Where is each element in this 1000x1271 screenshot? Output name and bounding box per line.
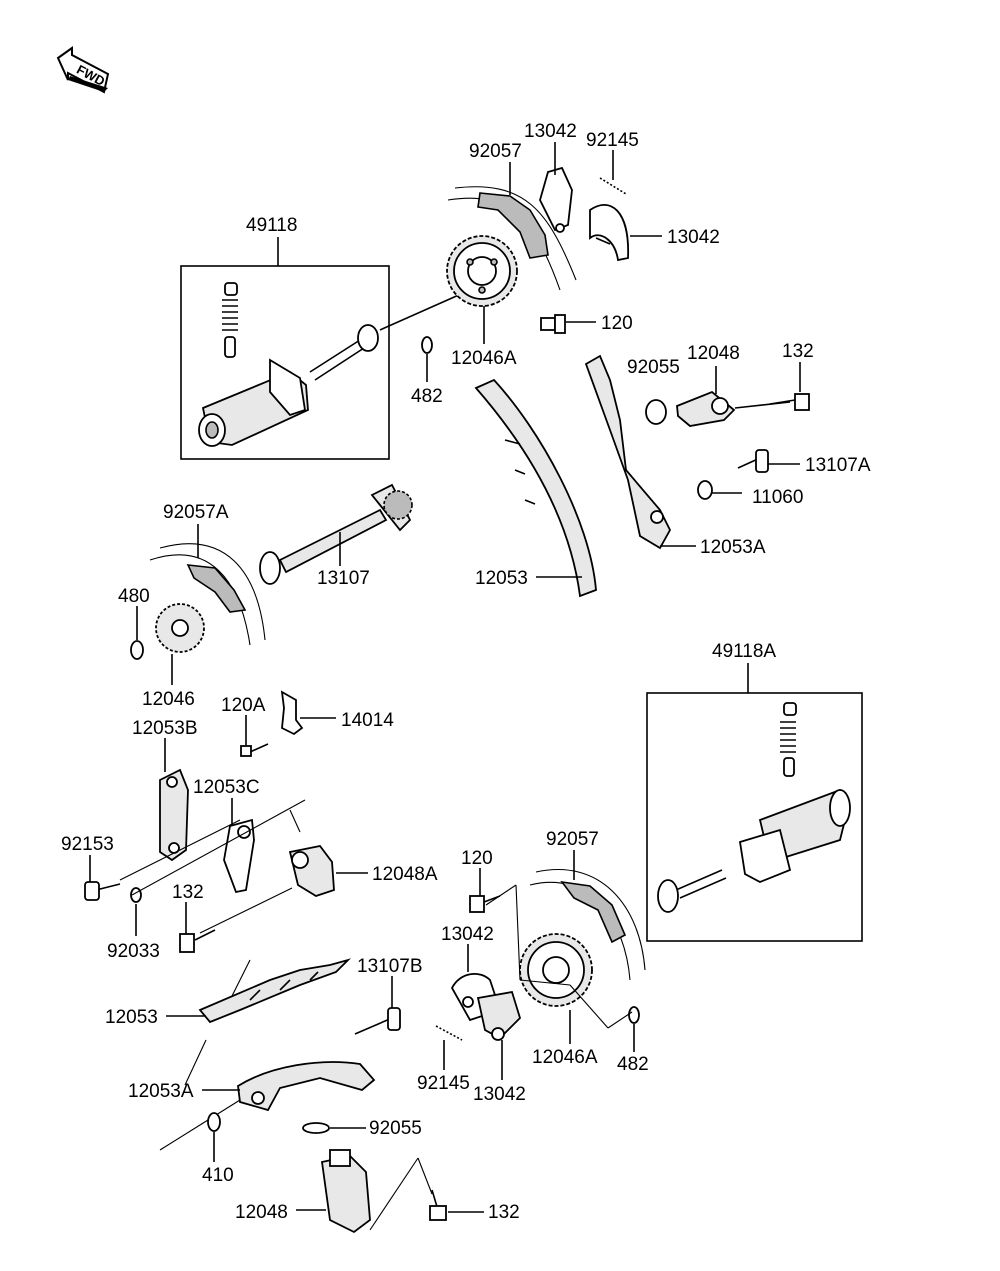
bracket-14014 <box>280 690 304 736</box>
camshaft-box-49118A <box>646 663 863 942</box>
callout-13042-top-a: 13042 <box>524 121 577 142</box>
callout-12048-bot: 12048 <box>235 1202 288 1223</box>
callout-12048-top: 12048 <box>687 343 740 364</box>
shaft-13107A <box>737 449 769 473</box>
sprocket-12046A-bot <box>519 933 593 1007</box>
washer-11060 <box>697 480 713 500</box>
callout-92057-top: 92057 <box>469 141 522 162</box>
callout-92057A: 92057A <box>163 502 229 523</box>
callout-12053A-bot: 12053A <box>128 1081 194 1102</box>
callout-92057-mid: 92057 <box>546 829 599 850</box>
callout-12046A-top: 12046A <box>451 348 517 369</box>
washer-410 <box>207 1112 221 1132</box>
callout-480: 480 <box>118 586 150 607</box>
callout-13107B: 13107B <box>357 956 423 977</box>
shaft-13107 <box>259 483 413 585</box>
callout-11060: 11060 <box>752 487 803 508</box>
bolt-120A <box>240 743 269 757</box>
callout-132-top: 132 <box>782 341 814 362</box>
callout-120A: 120A <box>221 695 266 716</box>
callout-482-bot: 482 <box>617 1054 649 1075</box>
chain-guide-12053-top <box>474 378 597 598</box>
callout-12048A: 12048A <box>372 864 438 885</box>
bolt-132-bot <box>429 1189 447 1221</box>
tensioner-12048-bot <box>320 1149 371 1234</box>
callout-92153: 92153 <box>61 834 114 855</box>
callout-13042-mid-a: 13042 <box>441 924 494 945</box>
callout-132-mid: 132 <box>172 882 204 903</box>
fwd-arrow-icon: FWD <box>56 46 110 94</box>
callout-13107: 13107 <box>317 568 370 589</box>
assembly-lines-mid-left <box>119 799 306 1001</box>
bolt-132-mid <box>179 929 216 953</box>
callout-92145-top: 92145 <box>586 130 639 151</box>
callout-13107A: 13107A <box>805 455 871 476</box>
callout-49118A: 49118A <box>712 641 776 662</box>
callout-12053-bot: 12053 <box>105 1007 158 1028</box>
callout-132-bot: 132 <box>488 1202 520 1223</box>
ring-482-bot <box>628 1006 640 1024</box>
callout-12053B: 12053B <box>132 718 198 739</box>
chain-92057-mid <box>529 869 646 981</box>
sprocket-12046 <box>155 603 205 653</box>
bolt-92153 <box>84 881 121 901</box>
callout-12053C: 12053C <box>193 777 260 798</box>
tensioner-12048A <box>288 845 335 897</box>
tensioner-12048-top <box>676 390 791 427</box>
oring-92055-bot <box>302 1122 330 1134</box>
callout-92055-top: 92055 <box>627 357 680 378</box>
sprocket-12046A-top <box>446 235 518 307</box>
weight-13042-top-a <box>539 166 573 233</box>
ring-480 <box>130 640 144 660</box>
assembly-lines-mid-right <box>485 884 633 1029</box>
callout-12046: 12046 <box>142 689 195 710</box>
oring-92055-top <box>645 399 667 425</box>
bolt-120-top <box>540 314 566 334</box>
weight-13042-top-b <box>589 204 629 262</box>
weight-13042-mid-b <box>476 990 522 1041</box>
callout-120-mid: 120 <box>461 848 493 869</box>
bolt-120-mid <box>469 895 501 913</box>
callout-13042-mid-b: 13042 <box>473 1084 526 1105</box>
callout-12053-top: 12053 <box>475 568 528 589</box>
shaft-13107B <box>354 1007 401 1035</box>
guide-12053B <box>159 768 189 862</box>
spring-92145-top <box>599 177 627 195</box>
callout-labels: 49118 92057 13042 92145 13042 120 482 12… <box>61 121 871 1223</box>
callout-92033: 92033 <box>107 941 160 962</box>
callout-12046A-bot: 12046A <box>532 1047 598 1068</box>
tensioner-guide-12053A-bot <box>237 1061 376 1112</box>
callout-14014: 14014 <box>341 710 394 731</box>
callout-92145-bot: 92145 <box>417 1073 470 1094</box>
ring-482-top <box>421 336 433 354</box>
callout-12053A-top: 12053A <box>700 537 766 558</box>
tensioner-guide-12053A-top <box>584 354 672 550</box>
assembly-lines-bottom-right <box>369 1157 433 1231</box>
callout-482-top: 482 <box>411 386 443 407</box>
callout-410: 410 <box>202 1165 234 1186</box>
camshaft-box-49118 <box>180 237 471 460</box>
callout-120-top: 120 <box>601 313 633 334</box>
chain-92057A <box>149 543 266 646</box>
spring-92145-bot <box>435 1025 463 1041</box>
callout-49118: 49118 <box>246 215 297 236</box>
callout-13042-top-b: 13042 <box>667 227 720 248</box>
callout-92055-bot: 92055 <box>369 1118 422 1139</box>
assembly-lines-bottom-left <box>159 1039 241 1151</box>
chain-guide-12053-bot <box>198 958 352 1024</box>
leader-lines <box>89 142 801 1213</box>
chain-92057-top <box>447 186 577 291</box>
bolt-132-top <box>769 393 810 411</box>
